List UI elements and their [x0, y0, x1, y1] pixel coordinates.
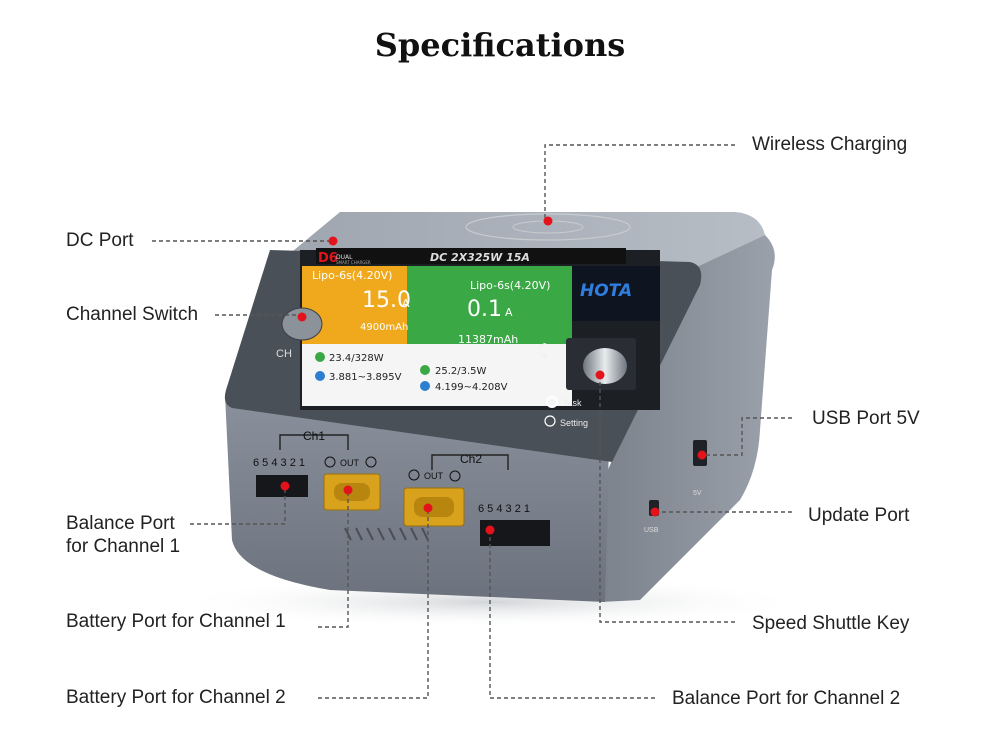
- task-label: Task: [563, 398, 582, 408]
- label-update-port: Update Port: [808, 505, 910, 526]
- ch2-balance-pins: 6 5 4 3 2 1: [478, 503, 530, 515]
- ch2-current: 0.1: [467, 297, 502, 322]
- channel-switch-button[interactable]: [281, 307, 323, 341]
- task-button[interactable]: [546, 396, 558, 408]
- ch2-bracket-label: Ch2: [460, 452, 482, 466]
- plus-icon: [324, 456, 336, 468]
- usb-mark: USB: [644, 527, 659, 534]
- speed-shuttle-knob[interactable]: [583, 348, 627, 384]
- usb5v-mark: 5V: [693, 490, 702, 497]
- setting-button[interactable]: [544, 415, 556, 427]
- label-wireless-charging: Wireless Charging: [752, 134, 908, 155]
- label-battery-port-ch2: Battery Port for Channel 2: [66, 687, 286, 708]
- wireless-pad: [465, 213, 631, 241]
- ch2-power: 25.2/3.5W: [435, 366, 487, 377]
- minus-icon: [365, 456, 377, 468]
- label-speed-shuttle-key: Speed Shuttle Key: [752, 613, 910, 634]
- charger-side: [600, 235, 775, 602]
- label-usb-port: USB Port 5V: [812, 408, 920, 429]
- page-title: Specifications: [374, 26, 626, 64]
- voltage-icon: [315, 371, 325, 381]
- model-label: D6: [318, 251, 338, 266]
- plus-icon: [408, 469, 420, 481]
- ch1-balance-pins: 6 5 4 3 2 1: [253, 457, 305, 469]
- ch1-current-unit: A: [402, 297, 410, 310]
- ch1-bracket-label: Ch1: [303, 429, 325, 443]
- model-suffix: DUAL: [336, 254, 353, 261]
- label-dc-port: DC Port: [66, 230, 134, 251]
- callout-markers: [280, 216, 707, 535]
- power-icon: [315, 352, 325, 362]
- label-balance-port-ch1-line1: Balance Port: [66, 513, 175, 534]
- label-balance-port-ch1-line2: for Channel 1: [66, 536, 181, 557]
- ch2-capacity: 11387mAh: [458, 333, 518, 346]
- ch1-capacity: 4900mAh: [360, 322, 408, 333]
- model-sub: SMART CHARGER: [336, 260, 371, 265]
- vent-slots: [344, 527, 429, 541]
- top-caption: DC 2X325W 15A: [430, 251, 530, 264]
- ch1-current: 15.0: [362, 288, 411, 313]
- ch1-power: 23.4/328W: [329, 353, 384, 364]
- ch-button-label: CH: [276, 348, 292, 360]
- ch2-current-unit: A: [505, 306, 513, 319]
- ch2-battery: Lipo-6s(4.20V): [470, 279, 550, 292]
- power-icon: [420, 365, 430, 375]
- ch1-out-label: OUT: [340, 458, 360, 468]
- ch1-battery: Lipo-6s(4.20V): [312, 269, 392, 282]
- label-battery-port-ch1: Battery Port for Channel 1: [66, 611, 286, 632]
- setting-label: Setting: [560, 418, 588, 428]
- ch1-voltage: 3.881~3.895V: [329, 372, 402, 383]
- channel2-panel: [407, 266, 572, 344]
- label-balance-port-ch2: Balance Port for Channel 2: [672, 688, 901, 709]
- rotate-icon: ⤹: [538, 343, 548, 360]
- ch2-voltage: 4.199~4.208V: [435, 382, 508, 393]
- label-channel-switch: Channel Switch: [66, 304, 199, 325]
- brand-logo: HOTA: [580, 281, 632, 301]
- voltage-icon: [420, 381, 430, 391]
- ch2-out-label: OUT: [424, 471, 444, 481]
- minus-icon: [449, 470, 461, 482]
